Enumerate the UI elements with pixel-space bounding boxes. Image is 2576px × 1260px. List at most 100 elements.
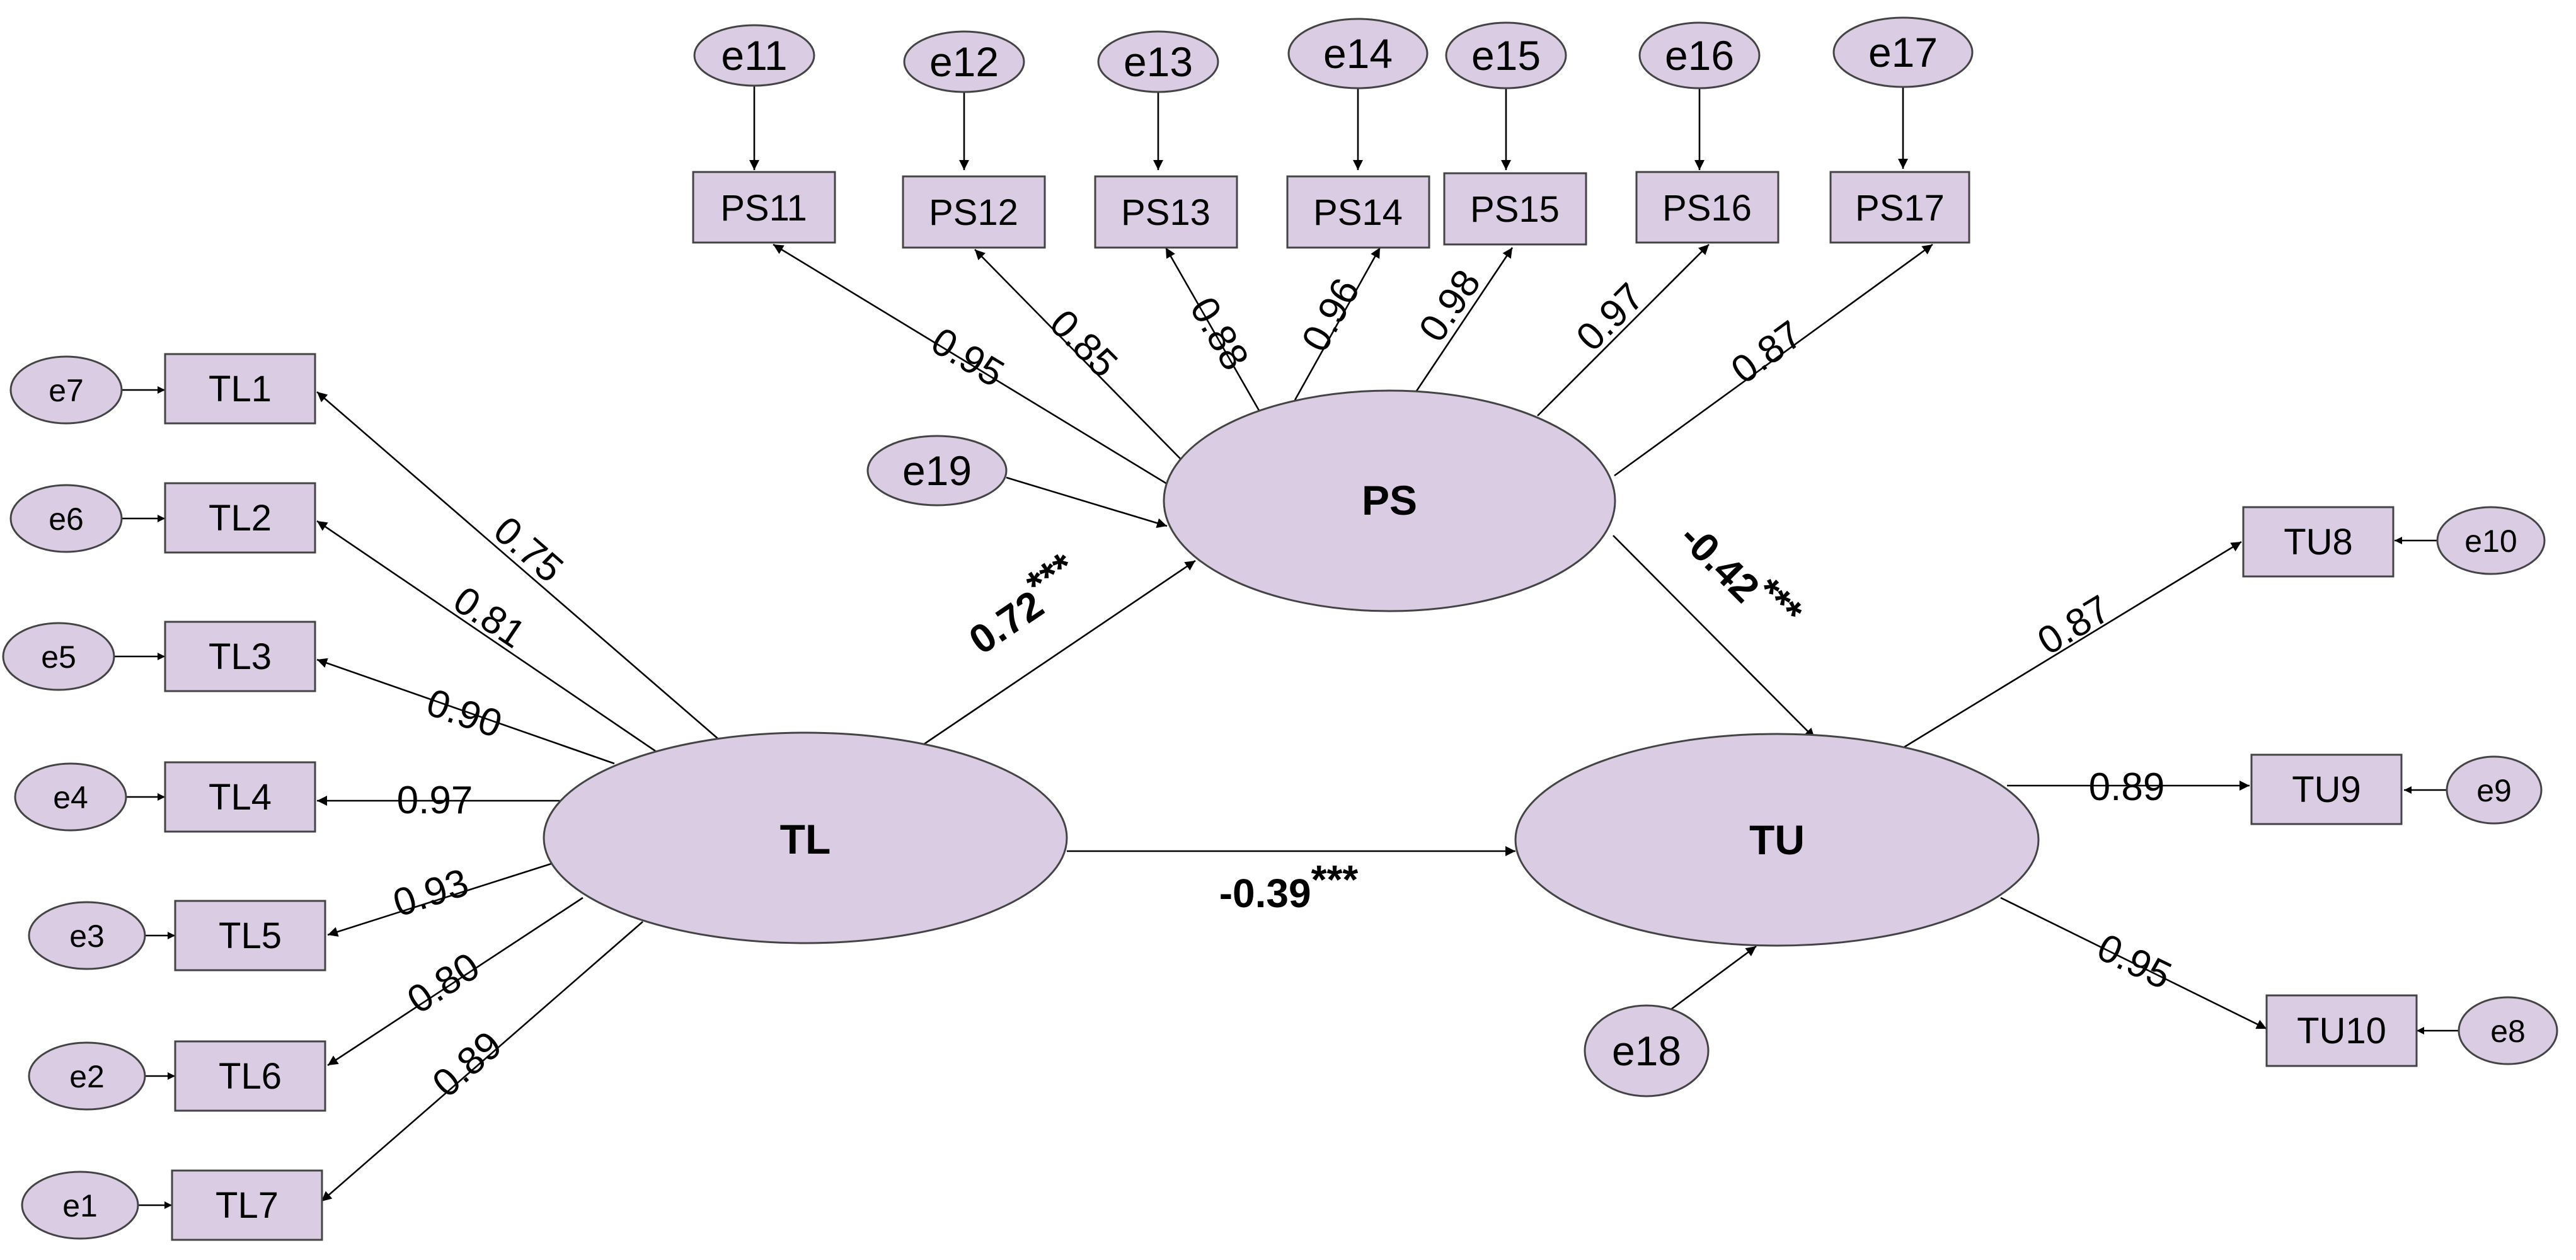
loading-tu9: 0.89 bbox=[2089, 765, 2165, 809]
error-e9[interactable]: e9 bbox=[2446, 755, 2543, 825]
latent-tu[interactable]: TU bbox=[1514, 733, 2040, 947]
observed-tl2-label: TL2 bbox=[209, 498, 272, 539]
error-e17[interactable]: e17 bbox=[1832, 16, 1974, 88]
loading-ps16: 0.97 bbox=[1568, 275, 1652, 359]
error-e10[interactable]: e10 bbox=[2436, 506, 2546, 575]
observed-tl2[interactable]: TL2 bbox=[164, 482, 316, 554]
observed-ps12-label: PS12 bbox=[929, 192, 1018, 233]
loading-tl7: 0.89 bbox=[424, 1023, 510, 1106]
error-e19[interactable]: e19 bbox=[866, 435, 1008, 507]
observed-ps13[interactable]: PS13 bbox=[1094, 175, 1238, 249]
observed-tl6[interactable]: TL6 bbox=[174, 1040, 326, 1112]
observed-tl4[interactable]: TL4 bbox=[164, 761, 316, 833]
path-tl-tu-sig: *** bbox=[1311, 857, 1359, 902]
loading-ps17: 0.87 bbox=[1723, 312, 1810, 392]
observed-ps15-label: PS15 bbox=[1470, 189, 1560, 230]
error-e12[interactable]: e12 bbox=[903, 30, 1025, 93]
observed-tl7[interactable]: TL7 bbox=[171, 1169, 323, 1241]
error-e2-label: e2 bbox=[69, 1059, 105, 1094]
loading-tl3: 0.90 bbox=[421, 680, 507, 747]
latent-ps[interactable]: PS bbox=[1163, 389, 1616, 612]
loading-tl5: 0.93 bbox=[388, 861, 474, 925]
error-e11[interactable]: e11 bbox=[693, 24, 815, 87]
observed-tl4-label: TL4 bbox=[209, 777, 272, 818]
error-e18[interactable]: e18 bbox=[1584, 1004, 1710, 1097]
latent-tl[interactable]: TL bbox=[543, 731, 1068, 944]
loading-tu8: 0.87 bbox=[2030, 587, 2118, 663]
observed-tl3[interactable]: TL3 bbox=[164, 621, 316, 692]
latent-ps-label: PS bbox=[1362, 477, 1417, 524]
error-e5-label: e5 bbox=[41, 639, 76, 675]
error-e15-label: e15 bbox=[1471, 32, 1541, 79]
edge-ps-ps17 bbox=[1614, 243, 1933, 477]
observed-ps11[interactable]: PS11 bbox=[692, 171, 836, 244]
observed-tl6-label: TL6 bbox=[219, 1056, 282, 1097]
observed-tu8[interactable]: TU8 bbox=[2242, 506, 2395, 578]
observed-tu10-label: TU10 bbox=[2297, 1011, 2386, 1051]
observed-ps15[interactable]: PS15 bbox=[1443, 172, 1587, 246]
error-e7[interactable]: e7 bbox=[9, 355, 123, 425]
error-e14-label: e14 bbox=[1323, 30, 1393, 77]
observed-tu9[interactable]: TU9 bbox=[2250, 753, 2403, 825]
loading-tl1: 0.75 bbox=[485, 508, 571, 591]
loading-ps14: 0.96 bbox=[1294, 272, 1369, 359]
error-e15[interactable]: e15 bbox=[1445, 21, 1567, 89]
observed-tl3-label: TL3 bbox=[209, 636, 272, 677]
observed-ps16[interactable]: PS16 bbox=[1635, 171, 1780, 244]
latent-tl-label: TL bbox=[780, 816, 831, 862]
loading-tl2: 0.81 bbox=[446, 578, 533, 657]
loading-labels: 0.75 0.81 0.90 0.97 0.93 0.80 0.89 0.95 … bbox=[388, 262, 2178, 1106]
observed-ps12[interactable]: PS12 bbox=[902, 175, 1046, 249]
edge-ps-tu bbox=[1613, 535, 1815, 739]
observed-ps11-label: PS11 bbox=[720, 188, 807, 229]
error-e16[interactable]: e16 bbox=[1638, 21, 1761, 89]
error-e4[interactable]: e4 bbox=[14, 762, 127, 832]
error-e3-label: e3 bbox=[69, 919, 105, 954]
loading-ps13: 0.88 bbox=[1182, 290, 1257, 377]
edge-ps-ps16 bbox=[1537, 244, 1710, 416]
error-e17-label: e17 bbox=[1868, 29, 1938, 76]
edge-e19-ps bbox=[1006, 476, 1168, 529]
loading-tu10: 0.95 bbox=[2091, 925, 2178, 998]
edge-ps-ps15 bbox=[1413, 247, 1514, 394]
edge-tl-tl1 bbox=[316, 391, 719, 740]
error-e6[interactable]: e6 bbox=[9, 484, 123, 553]
edge-tu-tu8 bbox=[1899, 541, 2242, 751]
observed-ps14-label: PS14 bbox=[1313, 192, 1403, 233]
error-e2[interactable]: e2 bbox=[28, 1041, 146, 1111]
error-e8-label: e8 bbox=[2490, 1014, 2526, 1049]
error-e12-label: e12 bbox=[929, 38, 999, 85]
observed-ps13-label: PS13 bbox=[1121, 192, 1210, 233]
observed-tl1-label: TL1 bbox=[209, 369, 272, 410]
observed-tl5-label: TL5 bbox=[219, 915, 282, 956]
edge-tl-tl5 bbox=[327, 862, 554, 937]
error-e3[interactable]: e3 bbox=[28, 901, 146, 970]
loading-tl6: 0.80 bbox=[400, 944, 487, 1022]
error-e1[interactable]: e1 bbox=[21, 1171, 139, 1240]
observed-ps17[interactable]: PS17 bbox=[1829, 171, 1970, 244]
observed-tu8-label: TU8 bbox=[2284, 522, 2353, 563]
observed-tl5[interactable]: TL5 bbox=[174, 900, 326, 971]
observed-tl1[interactable]: TL1 bbox=[164, 353, 316, 425]
observed-ps14[interactable]: PS14 bbox=[1286, 175, 1430, 249]
error-e11-label: e11 bbox=[721, 32, 787, 79]
error-e1-label: e1 bbox=[62, 1188, 98, 1223]
error-e18-label: e18 bbox=[1612, 1028, 1681, 1074]
loading-tl4: 0.97 bbox=[397, 779, 473, 822]
error-e16-label: e16 bbox=[1665, 32, 1734, 79]
path-tl-tu-coef: -0.39*** bbox=[1219, 857, 1359, 916]
observed-tu10[interactable]: TU10 bbox=[2265, 994, 2418, 1067]
latent-tu-label: TU bbox=[1749, 816, 1805, 863]
error-e13-label: e13 bbox=[1124, 38, 1193, 85]
edge-ps-ps12 bbox=[974, 249, 1182, 461]
path-tl-tu-value: -0.39 bbox=[1219, 871, 1311, 916]
observed-tu9-label: TU9 bbox=[2292, 769, 2361, 810]
error-e10-label: e10 bbox=[2464, 524, 2517, 559]
edge-tl-tl2 bbox=[316, 520, 656, 752]
error-e8[interactable]: e8 bbox=[2458, 996, 2558, 1065]
error-e14[interactable]: e14 bbox=[1287, 18, 1429, 89]
error-e13[interactable]: e13 bbox=[1097, 30, 1219, 93]
error-e9-label: e9 bbox=[2476, 773, 2512, 808]
error-e5[interactable]: e5 bbox=[2, 622, 115, 691]
